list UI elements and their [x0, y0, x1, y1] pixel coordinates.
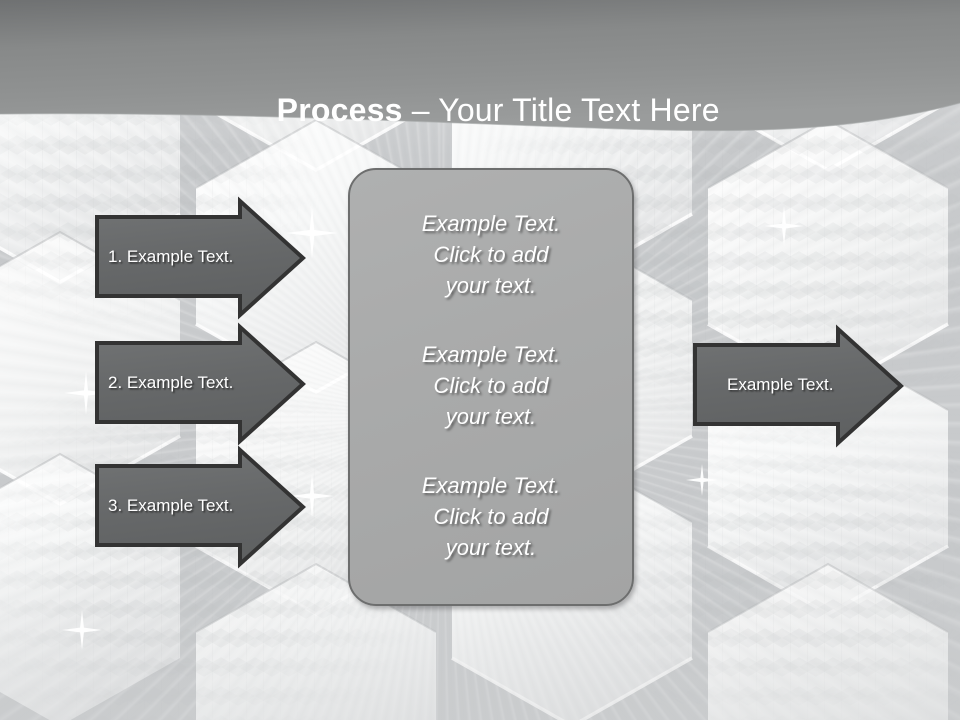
- center-panel-block-3: Example Text. Click to add your text.: [421, 472, 561, 560]
- sparkle-icon: [62, 610, 102, 650]
- center-panel-block-2: Example Text. Click to add your text.: [421, 341, 561, 429]
- page-title-rest: – Your Title Text Here: [402, 92, 720, 128]
- sparkle-icon: [686, 464, 718, 496]
- left-arrow-1[interactable]: [92, 196, 308, 320]
- center-content-panel[interactable]: Example Text. Click to add your text. Ex…: [348, 168, 634, 606]
- header-band: [0, 0, 960, 132]
- left-arrow-2[interactable]: [92, 322, 308, 446]
- left-arrow-3[interactable]: [92, 445, 308, 569]
- sparkle-icon: [764, 206, 804, 246]
- page-title: Process – Your Title Text Here: [0, 50, 960, 170]
- center-panel-block-1: Example Text. Click to add your text.: [421, 210, 561, 298]
- page-title-strong: Process: [276, 92, 403, 128]
- right-arrow[interactable]: [690, 324, 906, 448]
